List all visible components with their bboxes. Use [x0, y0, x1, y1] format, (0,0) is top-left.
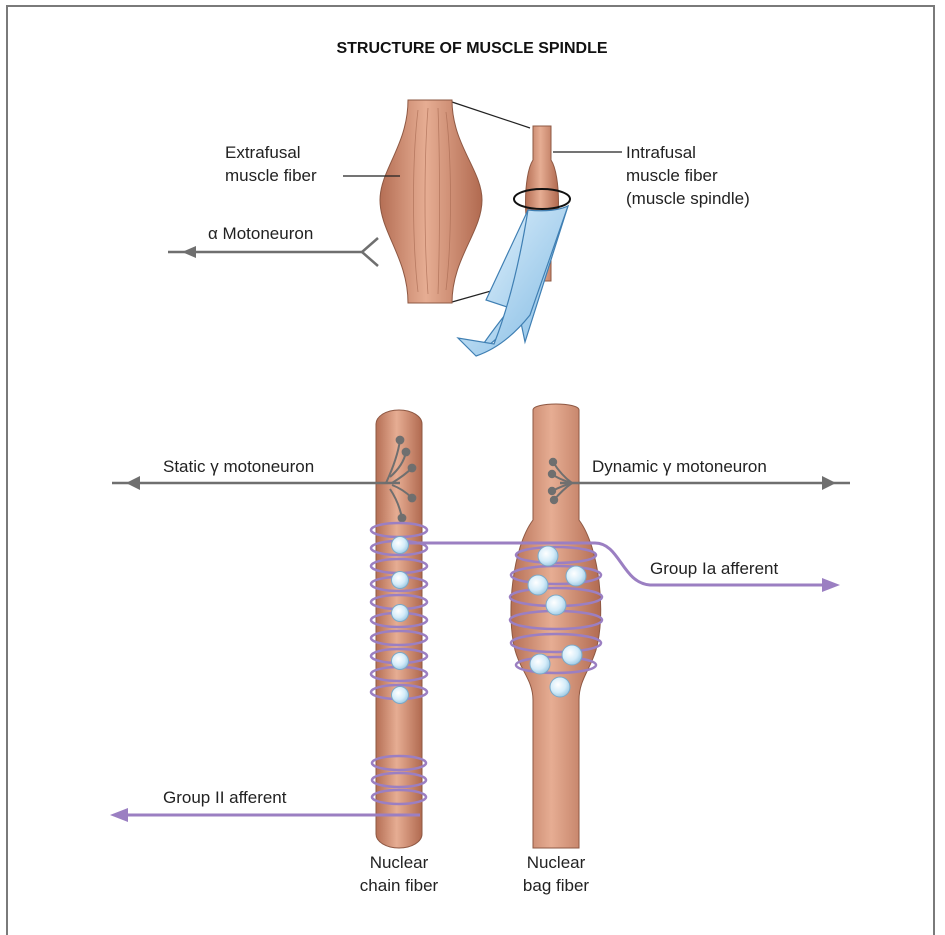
alpha-motoneuron-arrow-icon — [182, 246, 196, 258]
static-gamma-arrow-icon — [126, 476, 140, 490]
intrafusal-label-line2: muscle fiber — [626, 166, 718, 185]
zoom-line-top — [452, 102, 530, 128]
intrafusal-label-line3: (muscle spindle) — [626, 189, 750, 208]
group-ii-arrow-icon — [110, 808, 128, 822]
group-ia-arrow-icon — [822, 578, 840, 592]
bag-fiber-label-line1: Nuclear — [527, 853, 586, 872]
group-ia-label: Group Ia afferent — [650, 559, 778, 578]
alpha-motor-endplate — [362, 238, 378, 266]
chain-fiber-label-line1: Nuclear — [370, 853, 429, 872]
dynamic-gamma-label: Dynamic γ motoneuron — [592, 457, 767, 476]
chain-fiber-label-line2: chain fiber — [360, 876, 439, 895]
alpha-motoneuron-label: α Motoneuron — [208, 224, 313, 243]
group-ii-label: Group II afferent — [163, 788, 287, 807]
intrafusal-label-line1: Intrafusal — [626, 143, 696, 162]
extrafusal-muscle-fiber — [380, 100, 482, 303]
static-gamma-label: Static γ motoneuron — [163, 457, 314, 476]
extrafusal-label-line1: Extrafusal — [225, 143, 301, 162]
nuclear-chain-fiber — [376, 410, 422, 848]
extrafusal-label-line2: muscle fiber — [225, 166, 317, 185]
dynamic-gamma-arrow-icon — [822, 476, 836, 490]
diagram-title: STRUCTURE OF MUSCLE SPINDLE — [336, 40, 607, 57]
bag-fiber-label-line2: bag fiber — [523, 876, 589, 895]
